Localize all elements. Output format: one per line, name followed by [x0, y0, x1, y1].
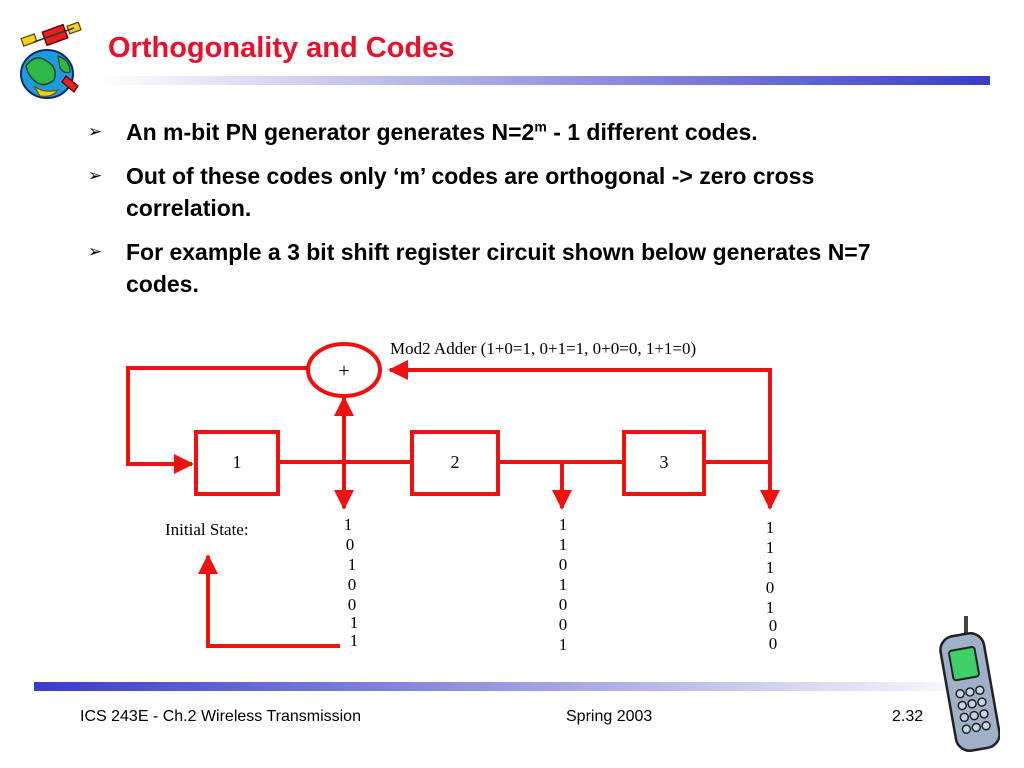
seq-bit: 1: [559, 535, 568, 554]
bullet-item: ➢ An m-bit PN generator generates N=2m -…: [88, 116, 928, 148]
seq-bit: 1: [766, 598, 775, 617]
bullet-arrow-icon: ➢: [88, 166, 103, 185]
seq-bit: 0: [559, 615, 568, 634]
seq-bit: 1: [344, 515, 353, 534]
bullet-item: ➢ Out of these codes only ‘m’ codes are …: [88, 160, 928, 224]
footer-bar: [34, 682, 990, 691]
bullet-arrow-icon: ➢: [88, 122, 103, 141]
bullet-text-tail: - 1 different codes.: [546, 119, 758, 145]
seq-bit: 0: [559, 595, 568, 614]
sequence-column-3: 1 1 1 0 1 0 0: [766, 518, 778, 653]
initial-state-line: [198, 554, 340, 648]
register-3-label: 3: [660, 452, 669, 472]
seq-bit: 1: [559, 515, 568, 534]
bullet-item: ➢ For example a 3 bit shift register cir…: [88, 236, 928, 300]
seq-bit: 1: [350, 631, 359, 650]
footer-page-number: 2.32: [892, 708, 924, 725]
seq-bit: 0: [769, 616, 778, 635]
bullet-superscript: m: [534, 118, 547, 135]
seq-bit: 1: [766, 518, 775, 537]
footer-course: ICS 243E - Ch.2 Wireless Transmission: [80, 708, 361, 725]
bullet-list: ➢ An m-bit PN generator generates N=2m -…: [88, 116, 928, 312]
sequence-column-2: 1 1 0 1 0 0 1: [559, 515, 568, 654]
bullet-text: For example a 3 bit shift register circu…: [126, 239, 871, 297]
initial-state-label: Initial State:: [165, 520, 249, 539]
seq-bit: 0: [348, 595, 357, 614]
register-1-label: 1: [233, 452, 242, 472]
register-3: [622, 430, 706, 496]
seq-bit: 1: [350, 613, 359, 632]
seq-bit: 1: [559, 575, 568, 594]
title-underline-bar: [96, 76, 990, 85]
seq-bit: 1: [348, 555, 357, 574]
seq-bit: 0: [348, 575, 357, 594]
bullet-arrow-icon: ➢: [88, 242, 103, 261]
mod2-adder-circle: [306, 342, 382, 398]
seq-bit: 0: [766, 578, 775, 597]
bullet-text: An m-bit PN generator generates N=2: [126, 119, 535, 145]
seq-bit: 0: [559, 555, 568, 574]
seq-bit: 0: [769, 634, 778, 653]
mobile-phone-icon: [939, 616, 1000, 752]
seq-bit: 1: [766, 558, 775, 577]
feedback-left-line: [126, 366, 308, 474]
adder-label: Mod2 Adder (1+0=1, 0+1=1, 0+0=0, 1+1=0): [390, 339, 696, 358]
sequence-column-1: 1 0 1 0 0 1 1: [344, 515, 359, 650]
register-2: [410, 430, 500, 496]
register-2-label: 2: [451, 452, 460, 472]
footer-term: Spring 2003: [566, 708, 653, 725]
seq-bit: 1: [559, 635, 568, 654]
seq-bit: 0: [346, 535, 355, 554]
adder-symbol: +: [338, 360, 349, 382]
slide-title: Orthogonality and Codes: [108, 32, 455, 64]
globe-satellite-icon: [20, 22, 82, 99]
bullet-text: Out of these codes only ‘m’ codes are or…: [126, 163, 815, 221]
seq-bit: 1: [766, 538, 775, 557]
register-1: [194, 430, 280, 496]
